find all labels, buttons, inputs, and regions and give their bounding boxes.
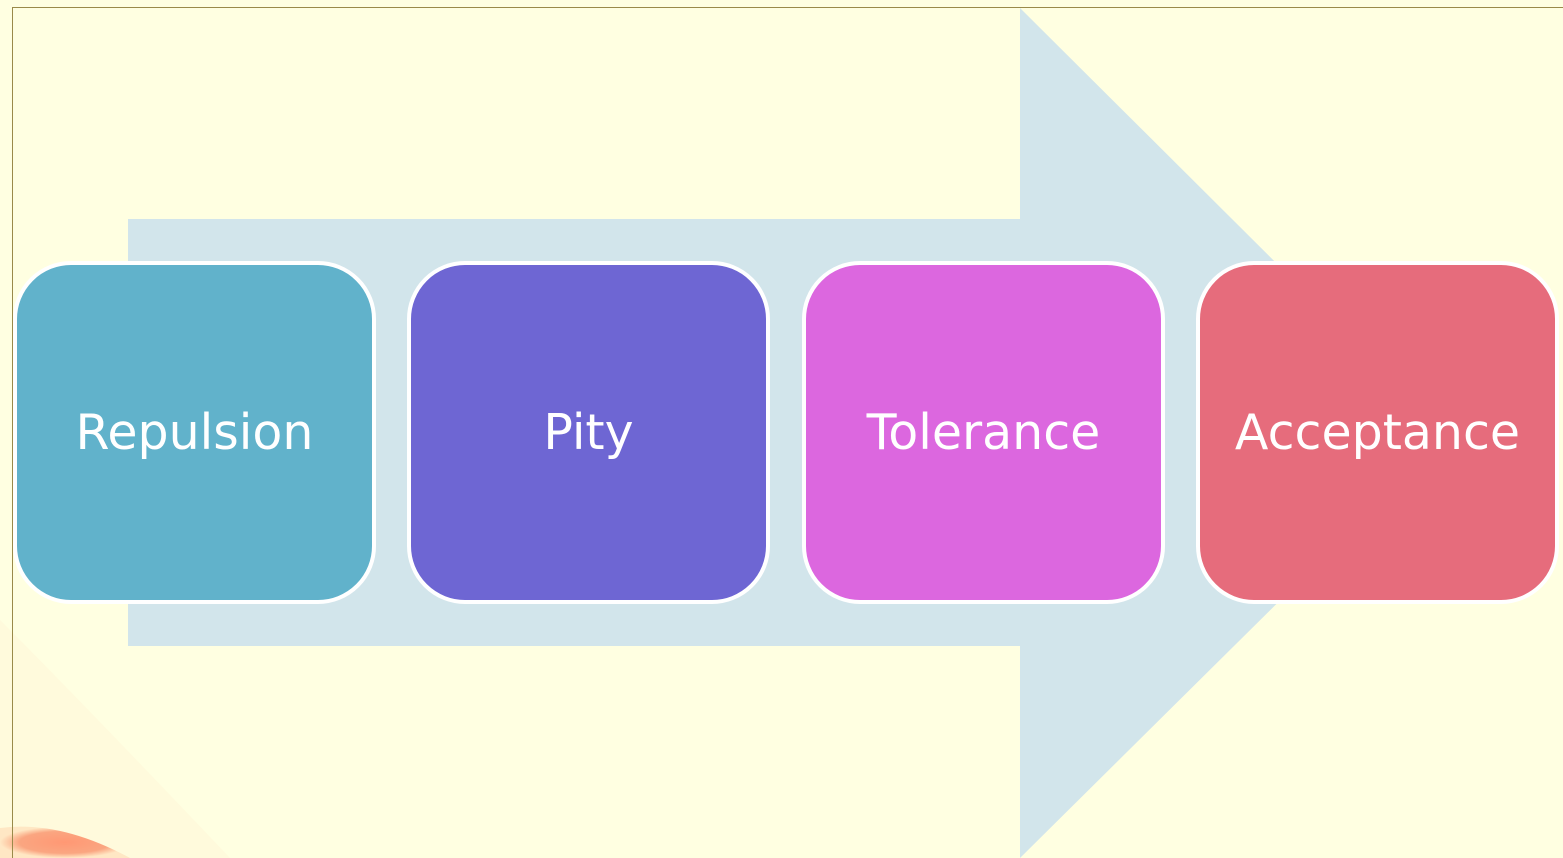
stage-box-repulsion: Repulsion	[13, 261, 376, 604]
stage-label: Pity	[543, 404, 634, 461]
stage-box-pity: Pity	[407, 261, 770, 604]
stage-box-tolerance: Tolerance	[802, 261, 1165, 604]
corner-glow	[0, 620, 230, 858]
stage-label: Repulsion	[75, 404, 314, 461]
arrow-shape	[128, 8, 1448, 858]
stage-box-acceptance: Acceptance	[1196, 261, 1559, 604]
stage-label: Acceptance	[1234, 404, 1521, 461]
stage-label: Tolerance	[866, 404, 1101, 461]
